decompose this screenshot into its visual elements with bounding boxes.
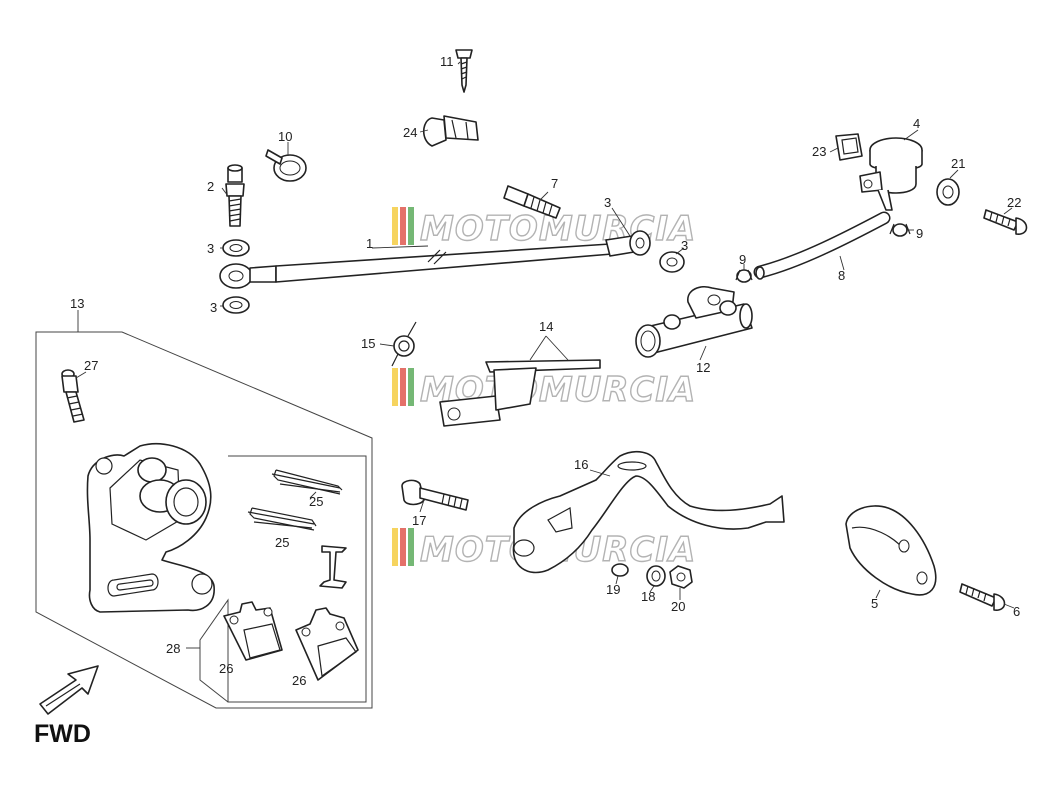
callout-17: 17 [412,513,426,528]
callout-14: 14 [539,319,553,334]
part-16-brake-pedal [512,450,785,574]
callout-15: 15 [361,336,375,351]
callout-10: 10 [278,129,292,144]
part-6-screw [959,583,1006,611]
callout-22: 22 [1007,195,1021,210]
callout-27: 27 [84,358,98,373]
part-anti-rattle-spring [319,545,347,589]
leader-lines [75,61,1015,649]
callout-1: 1 [366,236,373,251]
part-17-bolt [401,479,469,511]
callout-12: 12 [696,360,710,375]
part-19-washer [611,563,629,577]
callout-20: 20 [671,599,685,614]
part-8-reservoir-hose [753,211,891,280]
callout-5: 5 [871,596,878,611]
callout-24: 24 [403,125,417,140]
part-21-washer [936,178,960,206]
callout-3b: 3 [210,300,217,315]
forward-arrow-icon [39,665,99,715]
part-11-screw [455,49,473,93]
callout-8: 8 [838,268,845,283]
callout-13: 13 [70,296,84,311]
part-2-banjo-bolt [225,164,245,227]
callout-26b: 26 [292,673,306,688]
callout-9b: 9 [916,226,923,241]
part-10-band-clamp [265,149,307,182]
callout-18: 18 [641,589,655,604]
part-12-master-cylinder [635,286,753,358]
part-23-bracket [835,133,863,161]
callout-25a: 25 [309,494,323,509]
part-26-brake-pad-a [223,601,283,661]
part-3-washer-a [222,239,250,257]
callout-numbers: 1 2 3 3 3 3 4 5 6 7 8 9 9 10 11 12 13 14… [70,54,1021,688]
part-25-pad-pin-a [271,469,343,495]
caliper-assembly-frame [35,331,373,709]
callout-11: 11 [440,54,454,69]
part-20-nut [669,565,693,589]
watermark-2: MOTOMURCIA [392,368,696,411]
part-9-hose-clip-b [889,223,911,237]
callout-23: 23 [812,144,826,159]
callout-28: 28 [166,641,180,656]
part-14-pushrod [439,359,601,427]
part-26-brake-pad-b [295,607,359,681]
callout-19: 19 [606,582,620,597]
callout-3d: 3 [681,238,688,253]
callout-7: 7 [551,176,558,191]
part-18-bushing [646,565,666,587]
part-24-clamp [422,115,479,147]
part-1-brake-hose [219,230,651,289]
part-15-spring [391,321,417,367]
part-3-washer-b [222,296,250,314]
fwd-label: FWD [34,720,91,748]
callout-16: 16 [574,457,588,472]
part-22-bolt [983,209,1028,235]
callout-2: 2 [207,179,214,194]
watermark-text: MOTOMURCIA [420,209,696,249]
callout-26a: 26 [219,661,233,676]
callout-21: 21 [951,156,965,171]
part-7-banjo-bolt [503,185,561,219]
callout-3c: 3 [604,195,611,210]
part-27-bleeder-screw [61,369,85,423]
callout-6: 6 [1013,604,1020,619]
part-4-reservoir [859,137,923,211]
callout-25b: 25 [275,535,289,550]
callout-3a: 3 [207,241,214,256]
part-5-guard-cover [845,505,937,596]
callout-4: 4 [913,116,920,131]
part-9-hose-clip-a [735,269,753,283]
callout-9a: 9 [739,252,746,267]
part-25-pad-pin-b [247,507,317,531]
part-13-brake-caliper [86,442,215,613]
part-3-washer-c [659,251,685,273]
